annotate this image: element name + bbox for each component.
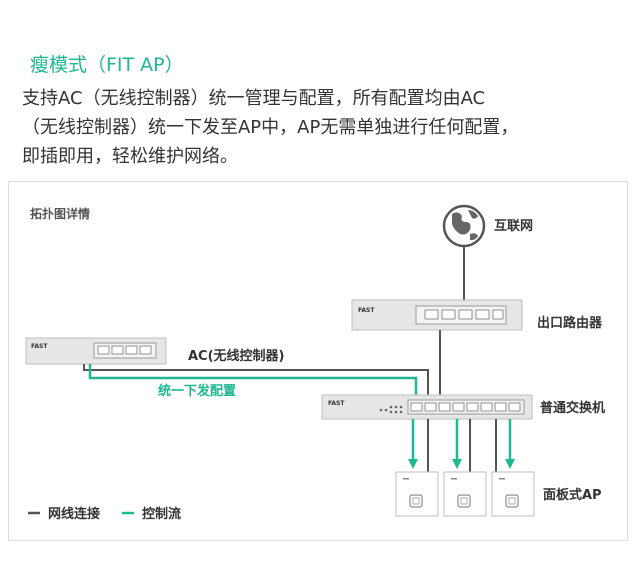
legend-label-cable: 网线连接 [48,506,100,522]
panel-ap-device [491,471,535,517]
description: 支持AC（无线控制器）统一管理与配置，所有配置均由AC （无线控制器）统一下发至… [22,84,622,171]
description-line: （无线控制器）统一下发至AP中，AP无需单独进行任何配置， [22,117,519,138]
ap-label: 面板式AP [543,487,602,503]
router-label: 出口路由器 [537,315,603,331]
control-flow-ac-switch [88,364,418,395]
status-leds [379,405,403,414]
legend: 网线连接 控制流 [28,506,181,522]
panel-title: 拓扑图详情 [30,206,90,221]
brand-logo: FAST [31,343,48,350]
internet-label: 互联网 [494,219,533,234]
legend-label-control: 控制流 [142,506,181,522]
control-flow-label: 统一下发配置 [158,383,236,399]
brand-logo: FAST [358,307,375,314]
router-device: FAST [351,299,523,331]
ac-device: FAST [25,337,167,365]
switch-label: 普通交换机 [540,400,605,416]
globe-icon [442,204,486,248]
ac-label: AC(无线控制器) [188,348,285,364]
brand-logo: FAST [328,400,345,407]
panel-ap-device [395,471,439,517]
description-line: 支持AC（无线控制器）统一管理与配置，所有配置均由AC [22,88,486,109]
cable-ac-switch [83,364,429,395]
panel-ap-device [443,471,487,517]
switch-device: FAST [321,394,533,420]
description-line: 即插即用，轻松维护网络。 [22,146,238,167]
section-title: 瘦模式（FIT AP） [30,54,184,76]
